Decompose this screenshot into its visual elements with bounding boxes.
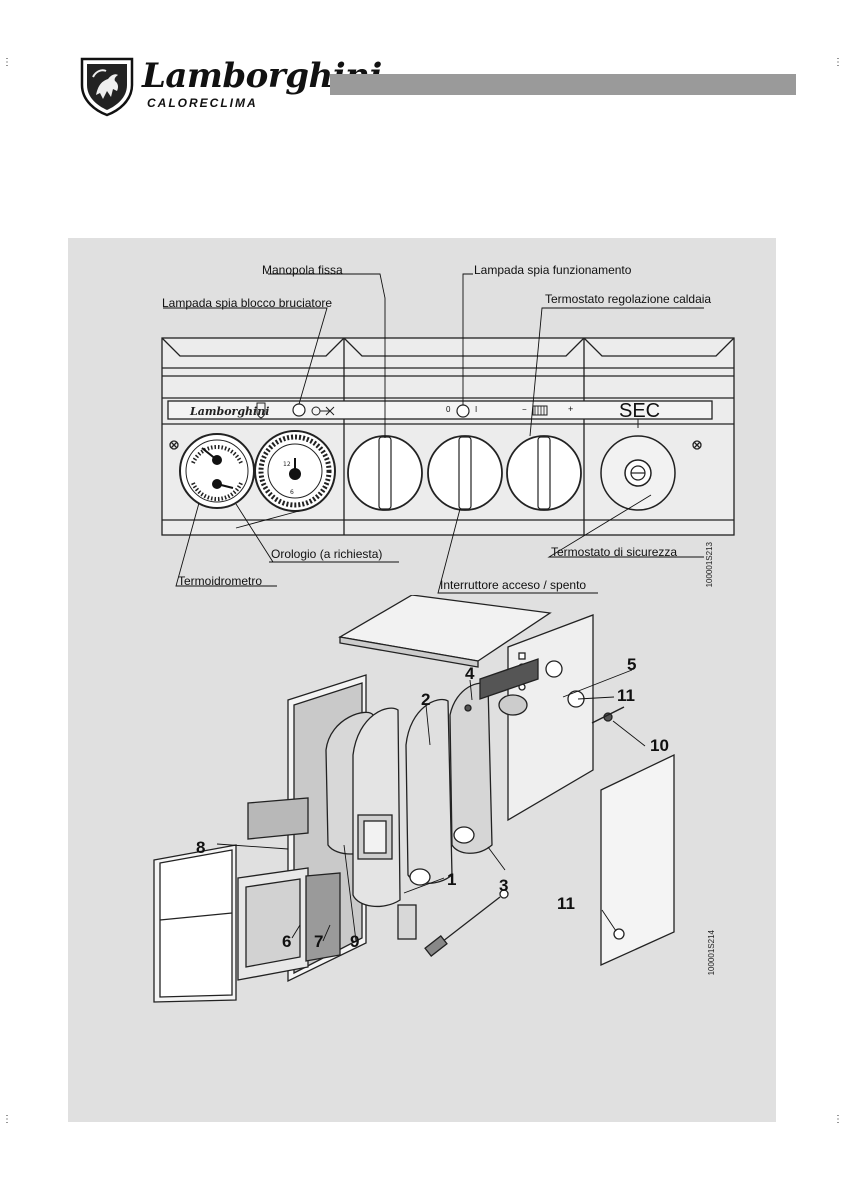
part-number-7: 7 [314, 932, 324, 951]
part-number-1: 1 [447, 870, 457, 889]
callout-orologio: Orologio (a richiesta) [271, 547, 383, 561]
exploded-boiler-drawing [153, 595, 675, 1003]
crop-mark: ⋮ [833, 57, 843, 68]
part-number-2: 2 [421, 690, 431, 709]
callout-termoidrometro: Termoidrometro [178, 574, 263, 588]
crop-mark: ⋮ [2, 57, 12, 68]
part-number-6: 6 [282, 932, 292, 951]
part-number-9: 9 [350, 932, 360, 951]
callout-interruttore: Interruttore acceso / spento [440, 578, 587, 592]
control-panel-drawing: Lamborghini 12 6 [161, 273, 735, 594]
figure-code-bottom: 100001S214 [707, 930, 716, 976]
crop-mark: ⋮ [833, 1114, 843, 1125]
svg-text:6: 6 [290, 489, 294, 496]
part-number-4: 4 [465, 664, 475, 683]
callout-lampada-funzionamento: Lampada spia funzionamento [474, 263, 632, 277]
part-number-8: 8 [196, 838, 206, 857]
svg-text:Lamborghini: Lamborghini [189, 405, 269, 418]
callout-lampada-blocco: Lampada spia blocco bruciatore [162, 296, 333, 310]
plus-label: + [568, 404, 574, 414]
switch-off-label: 0 [446, 405, 451, 414]
svg-text:12: 12 [283, 461, 291, 468]
crop-mark: ⋮ [2, 1114, 12, 1125]
figure-code-top: 100001S213 [705, 542, 714, 588]
minus-label: − [522, 405, 527, 414]
part-number-5: 5 [627, 655, 637, 674]
brand-sub-logo: CALORECLIMA [147, 96, 258, 110]
sec-label: SEC [619, 400, 661, 422]
switch-on-label: I [475, 405, 478, 414]
header-bar [330, 74, 796, 95]
part-number-3: 3 [499, 876, 509, 895]
callout-manopola-fissa: Manopola fissa [262, 263, 343, 277]
part-number-11-b: 11 [557, 894, 575, 913]
part-number-11: 11 [617, 686, 635, 705]
callout-termostato-sicurezza: Termostato di sicurezza [551, 545, 678, 559]
bull-emblem-icon [78, 55, 136, 117]
part-number-10: 10 [650, 736, 669, 755]
callout-termostato-regolazione: Termostato regolazione caldaia [545, 292, 712, 306]
